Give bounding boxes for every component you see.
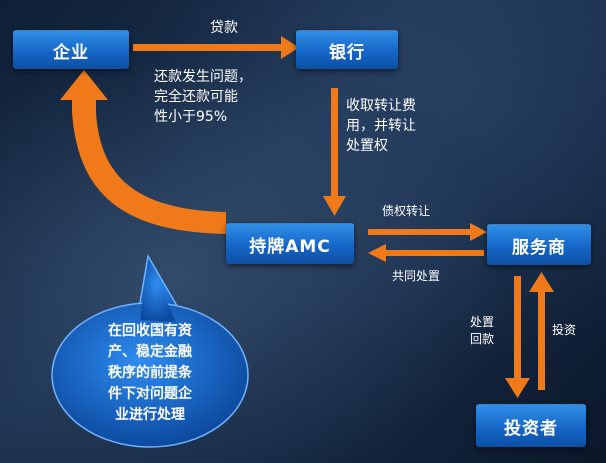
disposal-return-arrow	[505, 276, 530, 398]
return-curve-arrow	[60, 70, 226, 234]
label-joint-disposal: 共同处置	[392, 269, 441, 283]
label-loan: 贷款	[210, 20, 238, 36]
label-invest: 投资	[552, 323, 577, 337]
callout-bubble	[51, 253, 249, 448]
node-amc: 持牌AMC	[226, 223, 354, 264]
node-bank: 银行	[296, 30, 398, 69]
callout-text: 在回收国有资 产、稳定金融 秩序的前提条 件下对问题企 业进行处理	[108, 323, 192, 423]
label-debt-transfer: 债权转让	[382, 204, 431, 218]
label-transfer-fee: 收取转让费 用，并转让 处置权	[346, 98, 416, 154]
label-disposal-return: 处置 回款	[470, 315, 495, 346]
label-repay-problem: 还款发生问题， 完全还款可能 性小于95%	[154, 69, 252, 125]
loan-arrow	[133, 36, 299, 59]
transfer-down-arrow	[323, 88, 346, 216]
debt-transfer-arrow	[368, 223, 487, 241]
node-investor: 投资者	[476, 404, 586, 447]
node-enterprise: 企业	[13, 30, 129, 69]
joint-disposal-arrow	[368, 244, 484, 262]
node-servicer: 服务商	[487, 224, 591, 265]
invest-arrow	[529, 272, 554, 390]
